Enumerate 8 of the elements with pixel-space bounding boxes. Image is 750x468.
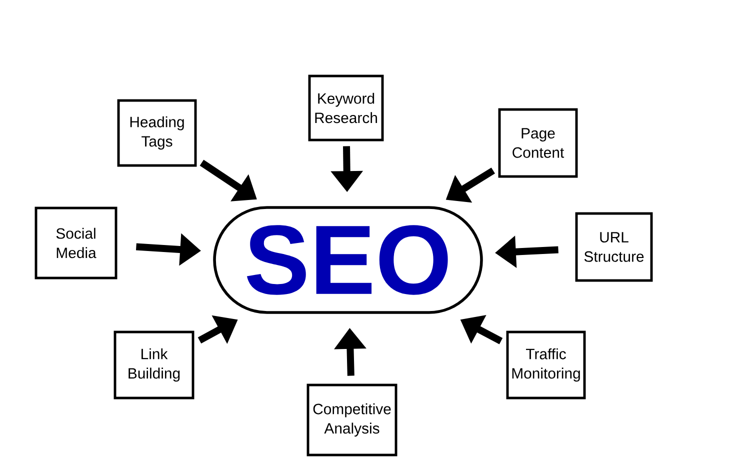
text-box: Social Media [34,206,118,280]
text-box: Traffic Monitoring [506,330,586,400]
text-box: Keyword Research [308,74,384,142]
text-box: Competitive Analysis [306,384,398,456]
text-box: Link Building [114,330,194,400]
text-box: Page Content [498,108,578,178]
text-box: URL Structure [575,212,653,282]
text-box: Heading Tags [117,99,197,167]
